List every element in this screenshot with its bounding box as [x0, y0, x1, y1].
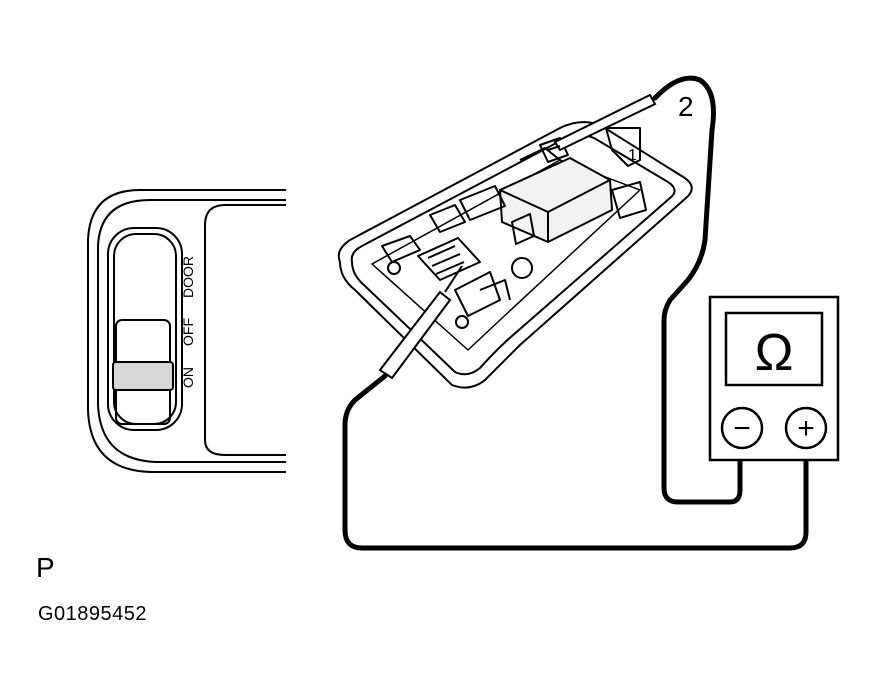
terminal-2-label: 2	[678, 91, 694, 122]
plus-terminal	[784, 406, 828, 450]
figure-id: G01895452	[38, 603, 148, 625]
plus-symbol: +	[797, 412, 815, 445]
ohm-symbol: Ω	[755, 324, 794, 382]
probe-2	[547, 93, 657, 152]
switch-label-door: DOOR	[180, 256, 196, 298]
test-leads	[342, 75, 809, 551]
switch-label-on: ON	[180, 367, 196, 388]
ohmmeter-display	[724, 311, 824, 387]
probe-1	[378, 265, 463, 380]
ohmmeter	[708, 295, 840, 462]
lamp-assembly	[337, 121, 693, 389]
switch-labels: ON OFF DOOR	[180, 256, 196, 388]
minus-terminal	[720, 406, 764, 450]
switch-panel	[87, 189, 286, 473]
switch-label-off: OFF	[180, 318, 196, 346]
terminal-1-label: 1	[628, 147, 637, 164]
position-label: P	[36, 552, 55, 583]
minus-symbol: −	[733, 412, 751, 445]
